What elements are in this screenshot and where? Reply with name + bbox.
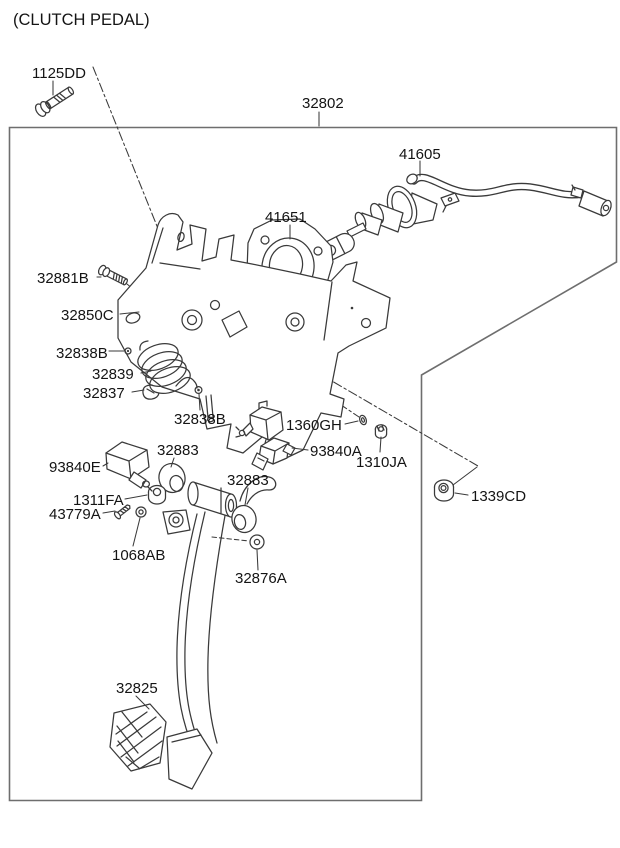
part-label-32850c: 32850C [61, 307, 114, 324]
washer-32876a-drawing [249, 534, 265, 550]
label-leader-lines [52, 80, 478, 710]
part-label-1360gh: 1360GH [286, 417, 342, 434]
bolt-32838b-first [124, 347, 132, 355]
return-spring-drawing [137, 340, 198, 394]
part-label-32876a: 32876A [235, 570, 287, 587]
part-label-43779a: 43779A [49, 506, 101, 523]
assembly-boundary-box [8, 126, 618, 802]
bushing-32883-first [158, 462, 186, 494]
bolt-32881b-drawing [97, 264, 128, 286]
part-label-93840e: 93840E [49, 459, 101, 476]
switch-93840e-drawing [105, 441, 153, 492]
nut-1310ja-drawing [374, 424, 388, 439]
part-label-32802: 32802 [302, 95, 344, 112]
part-label-1339cd: 1339CD [471, 488, 526, 505]
pedal-pad-drawing [109, 703, 167, 772]
spring-clip-drawing [142, 384, 160, 400]
part-label-32839: 32839 [92, 366, 134, 383]
part-label-1311fa: 1311FA [73, 492, 124, 509]
screw-43779a-drawing [113, 504, 131, 520]
switch-upper-drawing [235, 400, 284, 441]
pivot-shaft-drawing [162, 475, 277, 535]
part-label-32883-b: 32883 [227, 472, 269, 489]
pedal-arm-drawing [166, 509, 227, 790]
bushing-32883-second [231, 504, 257, 534]
part-label-93840a: 93840A [310, 443, 362, 460]
grommet-1360gh-drawing [358, 414, 368, 426]
part-label-32837: 32837 [83, 385, 125, 402]
part-label-1125dd: 1125DD [32, 65, 86, 82]
part-label-1068ab: 1068AB [112, 547, 165, 564]
part-label-32838b-b: 32838B [174, 411, 226, 428]
diagram-title: (CLUTCH PEDAL) [13, 11, 150, 29]
part-label-32883-a: 32883 [157, 442, 199, 459]
part-label-32825: 32825 [116, 680, 158, 697]
nut-1339cd-drawing [433, 479, 455, 502]
part-label-32881b: 32881B [37, 270, 89, 287]
part-label-41651: 41651 [265, 209, 307, 226]
part-label-41605: 41605 [399, 146, 441, 163]
clutch-tube-drawing [410, 173, 612, 217]
bolt-32838b-second [194, 385, 203, 395]
part-labels: (CLUTCH PEDAL) 1125DD 32802 41605 41651 … [13, 11, 526, 697]
part-label-32838b-a: 32838B [56, 345, 108, 362]
nut-1068ab-drawing [135, 506, 147, 518]
switch-93840a-drawing [251, 437, 296, 471]
pedal-bracket-drawing [117, 212, 391, 461]
master-cylinder-drawing [320, 173, 438, 261]
nut-1311fa-drawing [147, 484, 167, 505]
part-label-1310ja: 1310JA [356, 454, 407, 471]
bolt-1125dd-drawing [34, 86, 75, 117]
